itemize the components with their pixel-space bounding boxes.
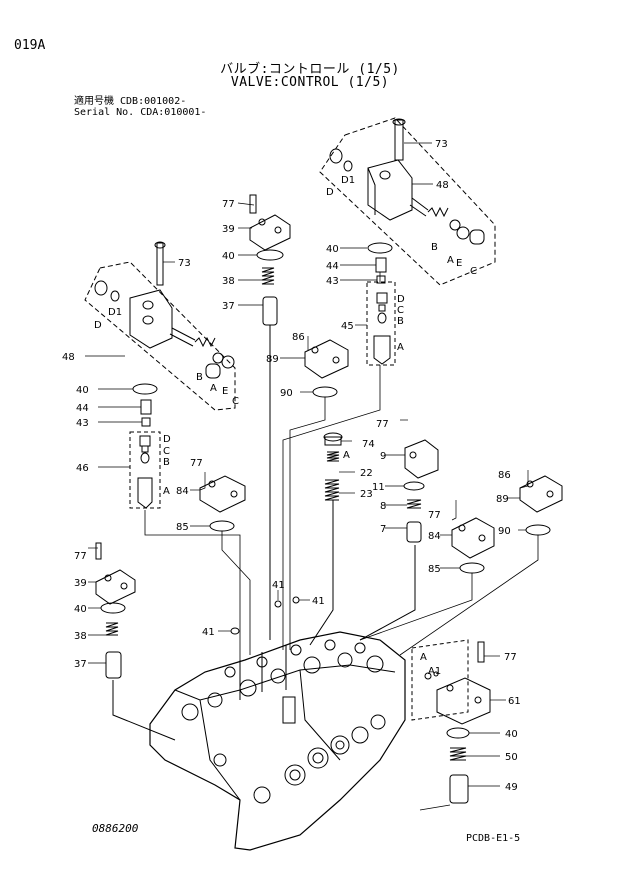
callout-label: 40 (505, 729, 518, 740)
letter-label: A (397, 342, 404, 353)
callout-label: 22 (360, 468, 373, 479)
callout-label: 73 (178, 258, 191, 269)
callout-label: 39 (222, 224, 235, 235)
o-rings-41 (230, 596, 300, 635)
callout-label: 90 (280, 388, 293, 399)
callout-label: 37 (222, 301, 235, 312)
letter-label: D1 (341, 175, 355, 186)
callout-label: 23 (360, 489, 373, 500)
letter-label: A1 (428, 666, 441, 677)
letter-label: B (196, 372, 203, 383)
callout-label: 48 (436, 180, 449, 191)
callout-label: 77 (504, 652, 517, 663)
cartridge-group-right (366, 242, 396, 366)
valve-group-top-right (319, 117, 496, 286)
letter-label: C (163, 446, 170, 457)
title-english: VALVE:CONTROL (1/5) (230, 75, 390, 90)
letter-label: A (343, 450, 350, 461)
callout-label: 40 (222, 251, 235, 262)
callout-label: 77 (74, 551, 87, 562)
letter-label: D (397, 294, 405, 305)
callout-label: 44 (76, 403, 89, 414)
plug-stack-top (249, 194, 291, 640)
callout-label: 9 (380, 451, 386, 462)
callout-label: 89 (496, 494, 509, 505)
callout-label: 44 (326, 261, 339, 272)
callout-label: 77 (428, 510, 441, 521)
callout-label: 40 (76, 385, 89, 396)
cartridge-group-left (129, 383, 161, 509)
callout-label: 77 (376, 419, 389, 430)
letter-label: D1 (108, 307, 122, 318)
callout-label: 77 (190, 458, 203, 469)
letter-label: C (470, 266, 477, 277)
letter-labels: D1 D B A E C D1 D B A E C D C B A D C B … (94, 175, 477, 677)
callout-label: 8 (380, 501, 386, 512)
callout-label: 43 (76, 418, 89, 429)
leader-lines (85, 142, 529, 787)
callout-label: 37 (74, 659, 87, 670)
callout-label: 39 (74, 578, 87, 589)
letter-label: A (163, 486, 170, 497)
serial-block: 適用号機 CDB:001002- Serial No. CDA:010001- (74, 96, 206, 118)
callout-label: 84 (428, 531, 441, 542)
callout-label: 38 (222, 276, 235, 287)
callout-label: 40 (74, 604, 87, 615)
letter-label: D (94, 320, 102, 331)
callout-label: 50 (505, 752, 518, 763)
callout-label: 40 (326, 244, 339, 255)
callout-label: 90 (498, 526, 511, 537)
callout-label: 41 (312, 596, 325, 607)
drawing-number: 0886200 (92, 822, 139, 835)
letter-label: A (447, 255, 454, 266)
callout-label: 84 (176, 486, 189, 497)
callout-label: 46 (76, 463, 89, 474)
callout-label: 86 (498, 470, 511, 481)
title-japanese: バルブ:コントロール (1/5) (220, 62, 400, 77)
serial-line-en: Serial No. CDA:010001- (74, 107, 207, 118)
callout-label: 73 (435, 139, 448, 150)
callout-label: 48 (62, 352, 75, 363)
callout-label: 77 (222, 199, 235, 210)
letter-label: D (163, 434, 171, 445)
callout-label: 74 (362, 439, 375, 450)
valve-group-left (84, 241, 236, 411)
callout-label: 85 (176, 522, 189, 533)
callout-label: 89 (266, 354, 279, 365)
letter-label: E (456, 258, 462, 269)
plug-stack-left (95, 542, 176, 741)
callout-label: 49 (505, 782, 518, 793)
middle-parts (309, 432, 439, 646)
letter-label: A (210, 383, 217, 394)
callout-label: 11 (372, 482, 385, 493)
callout-label: 38 (74, 631, 87, 642)
letter-label: D (326, 187, 334, 198)
valve-body (149, 631, 406, 851)
letter-label: B (163, 457, 170, 468)
letter-label: B (397, 316, 404, 327)
callout-label: 85 (428, 564, 441, 575)
callout-label: 41 (272, 580, 285, 591)
callout-label: 61 (508, 696, 521, 707)
letter-label: E (222, 386, 228, 397)
page-reference: PCDB-E1-5 (466, 833, 521, 844)
callout-label: 86 (292, 332, 305, 343)
callout-label: 41 (202, 627, 215, 638)
serial-line-jp: 適用号機 CDB:001002- (74, 96, 187, 107)
letter-label: C (397, 305, 404, 316)
letter-label: B (431, 242, 438, 253)
letter-label: A (420, 652, 427, 663)
letter-label: C (232, 396, 239, 407)
callout-label: 45 (341, 321, 354, 332)
callout-labels: 73 48 77 39 40 38 37 73 48 40 44 43 46 4… (62, 139, 521, 793)
plug-stack-right (411, 639, 491, 804)
page-code: 019A (14, 38, 46, 53)
callout-label: 43 (326, 276, 339, 287)
callout-label: 7 (380, 524, 386, 535)
connector-lines (144, 272, 539, 811)
